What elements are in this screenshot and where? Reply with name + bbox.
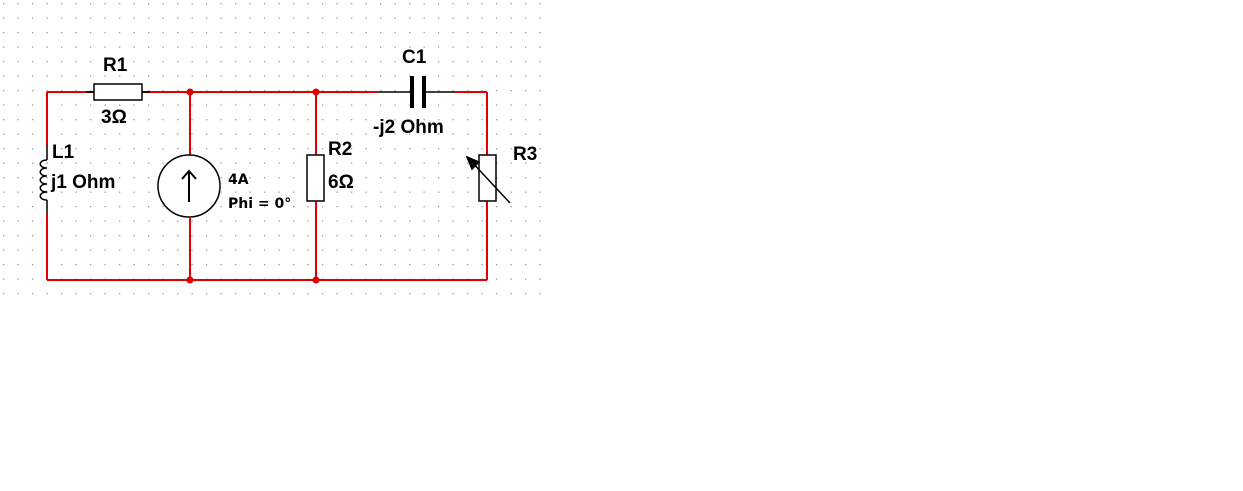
- junction-dot: [312, 276, 320, 284]
- r1-value-label: 3Ω: [101, 107, 127, 128]
- variable-arrow-head: [465, 155, 481, 171]
- variable-arrow-line: [469, 159, 511, 204]
- junctions: [186, 88, 320, 284]
- junction-dot: [186, 276, 194, 284]
- current-arrow-head: [181, 169, 197, 180]
- wires: [46, 91, 488, 281]
- grid-area: [0, 0, 553, 300]
- resistor-r1[interactable]: [86, 83, 150, 101]
- c1-value-label: -j2 Ohm: [373, 117, 444, 138]
- variable-resistor-r3[interactable]: [465, 154, 511, 204]
- source-phase-label: Phi = 0°: [228, 196, 291, 212]
- junction-dot: [186, 88, 194, 96]
- current-source[interactable]: [157, 154, 221, 218]
- inductor-l1[interactable]: [39, 145, 48, 213]
- r2-value-label: 6Ω: [328, 172, 354, 193]
- resistor-r1-body: [93, 83, 143, 101]
- junction-dot: [312, 88, 320, 96]
- inductor-coil: [39, 159, 48, 201]
- r1-name-label: R1: [103, 55, 128, 76]
- l1-name-label: L1: [52, 142, 75, 163]
- source-value-label: 4A: [228, 172, 249, 188]
- l1-value-label: j1 Ohm: [50, 172, 115, 193]
- r2-name-label: R2: [328, 139, 352, 160]
- capacitor-c1[interactable]: [378, 76, 456, 108]
- resistor-r2[interactable]: [306, 154, 325, 202]
- resistor-r2-body: [306, 154, 325, 202]
- c1-name-label: C1: [402, 47, 427, 68]
- r3-name-label: R3: [513, 144, 537, 165]
